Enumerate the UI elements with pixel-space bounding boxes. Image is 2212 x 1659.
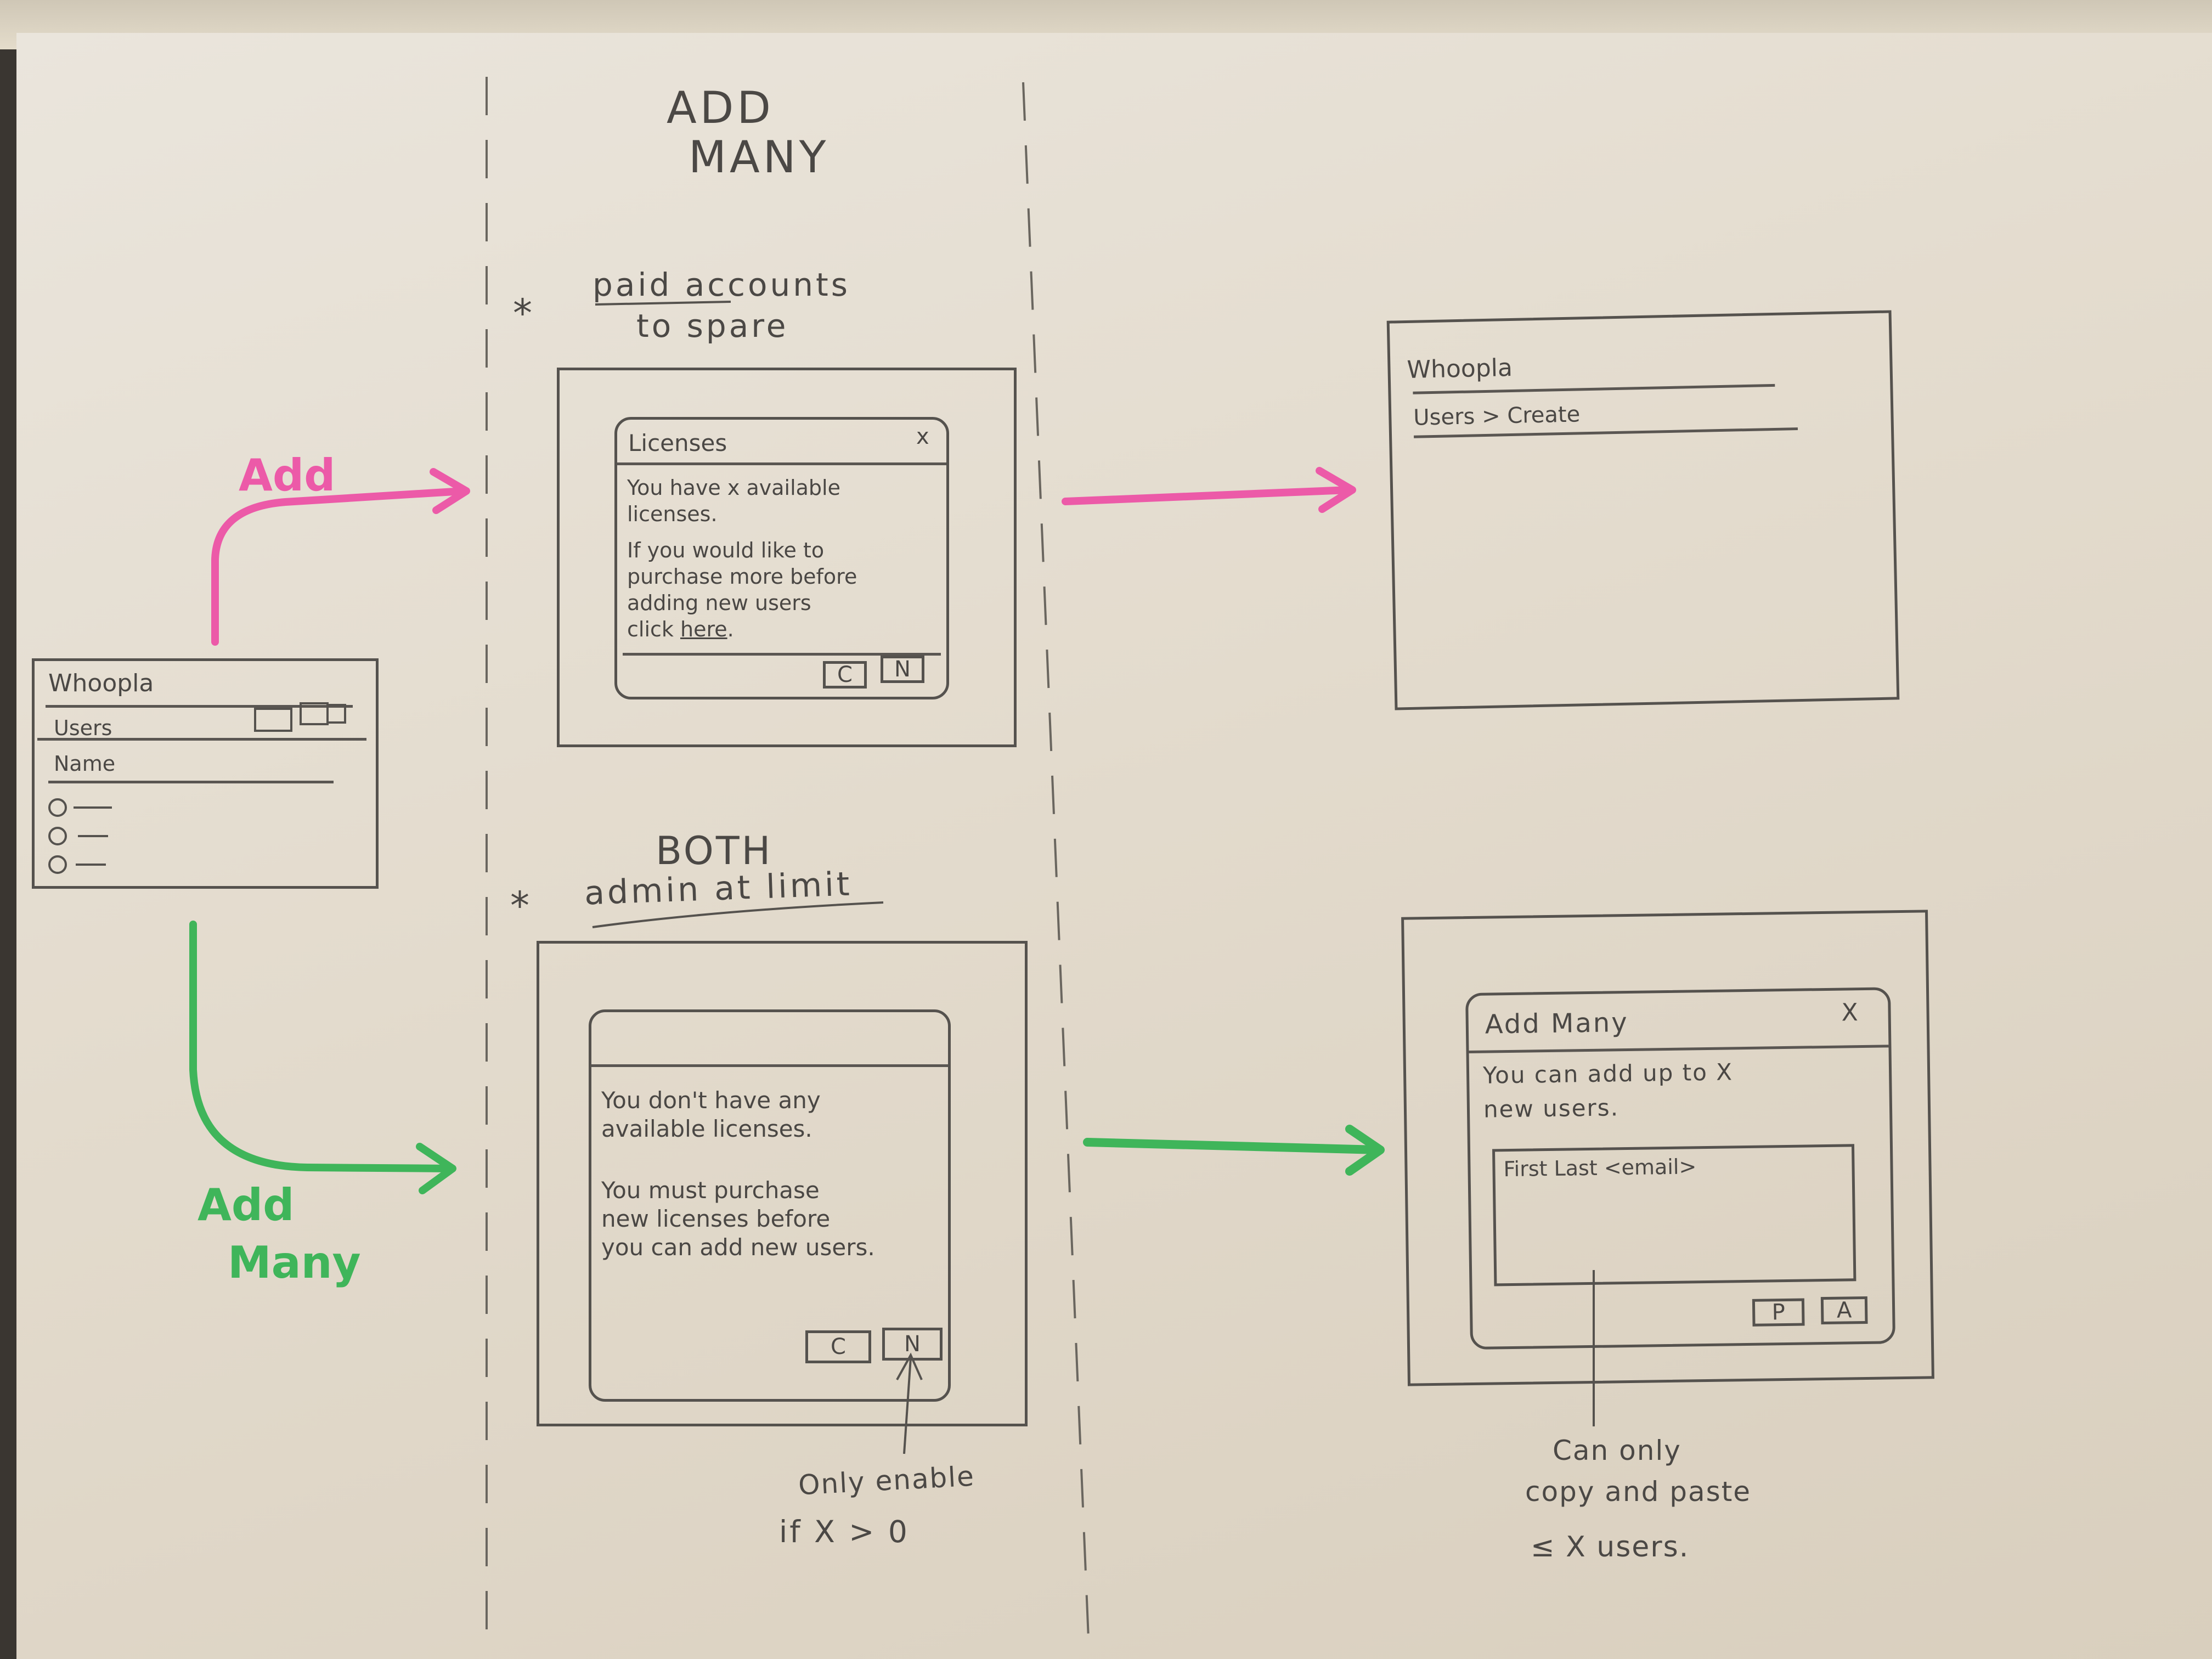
close-icon: X xyxy=(1841,998,1859,1027)
limit-to-add-many-arrowhead xyxy=(1345,1125,1385,1176)
add-many-dialog-title: Add Many xyxy=(1485,1007,1629,1040)
add-label: Add xyxy=(239,450,336,501)
column-title-line1: ADD xyxy=(667,82,774,133)
toolbar-button-1 xyxy=(254,708,292,732)
licenses-to-create-arrow xyxy=(1062,486,1353,505)
add-many-arrow xyxy=(189,921,454,1172)
column-divider-right xyxy=(1022,82,1090,1652)
app-logo: Whoopla xyxy=(1407,353,1513,384)
next-button: N xyxy=(881,656,924,683)
limit-dialog-title-erased xyxy=(602,1023,610,1048)
toolbar-button-2 xyxy=(300,702,329,725)
licenses-to-create-arrowhead xyxy=(1316,467,1356,513)
cancel-button: C xyxy=(805,1330,871,1363)
note-to-spare: to spare xyxy=(636,307,789,345)
column-title-line2: MANY xyxy=(689,132,830,183)
app-logo: Whoopla xyxy=(48,669,154,697)
licenses-dialog-title: Licenses xyxy=(628,430,727,456)
users-textarea: First Last <email> xyxy=(1492,1144,1857,1286)
limit-to-add-many-arrow xyxy=(1083,1138,1383,1154)
a-button: A xyxy=(1820,1296,1868,1325)
add-many-label-line1: Add xyxy=(198,1180,295,1231)
limit-dialog-body: You don't have any available licenses. Y… xyxy=(601,1087,875,1261)
annotation-copy-paste-line1: Can only xyxy=(1553,1435,1681,1466)
purchase-link: here xyxy=(680,617,727,641)
note-bullet: * xyxy=(510,883,529,928)
annotation-only-enable-line2: if X > 0 xyxy=(779,1514,910,1549)
close-icon: x xyxy=(916,424,929,449)
licenses-dialog-body: You have x available licenses. If you wo… xyxy=(627,476,857,641)
note-bullet: * xyxy=(513,291,532,336)
add-arrow xyxy=(211,487,467,646)
toolbar-button-3 xyxy=(326,704,346,724)
p-button: P xyxy=(1752,1298,1805,1327)
users-nav-label: Users xyxy=(54,716,112,740)
licenses-dialog: Licenses x You have x available licenses… xyxy=(614,417,949,699)
create-screen-wireframe: Whoopla Users > Create xyxy=(1386,310,1900,710)
licenses-screen-wireframe: Licenses x You have x available licenses… xyxy=(557,368,1017,747)
user-row-placeholders xyxy=(48,798,112,874)
only-enable-pointer xyxy=(903,1357,912,1454)
cancel-button: C xyxy=(823,661,867,689)
add-many-screen-wireframe: Add Many X You can add up to X new users… xyxy=(1401,910,1934,1386)
breadcrumb: Users > Create xyxy=(1413,402,1581,431)
note-paid-accounts: paid accounts xyxy=(592,266,851,303)
limit-screen-wireframe: You don't have any available licenses. Y… xyxy=(537,941,1028,1426)
add-arrowhead xyxy=(430,468,470,514)
note-both: BOTH xyxy=(656,828,773,873)
add-many-dialog: Add Many X You can add up to X new users… xyxy=(1465,987,1896,1350)
users-screen-wireframe: Whoopla Users Name xyxy=(32,658,379,889)
add-many-dialog-body: You can add up to X new users. xyxy=(1482,1058,1734,1123)
sketch-paper xyxy=(16,33,2212,1659)
name-column-header: Name xyxy=(54,752,116,776)
textarea-placeholder: First Last <email> xyxy=(1503,1154,1697,1182)
annotation-copy-paste-line2: copy and paste xyxy=(1525,1476,1752,1508)
annotation-copy-paste-line3: ≤ X users. xyxy=(1531,1531,1690,1564)
add-many-arrowhead xyxy=(416,1143,456,1194)
next-button-disabled: N xyxy=(882,1328,943,1361)
limit-dialog: You don't have any available licenses. Y… xyxy=(589,1009,951,1402)
add-many-label-line2: Many xyxy=(228,1237,361,1288)
